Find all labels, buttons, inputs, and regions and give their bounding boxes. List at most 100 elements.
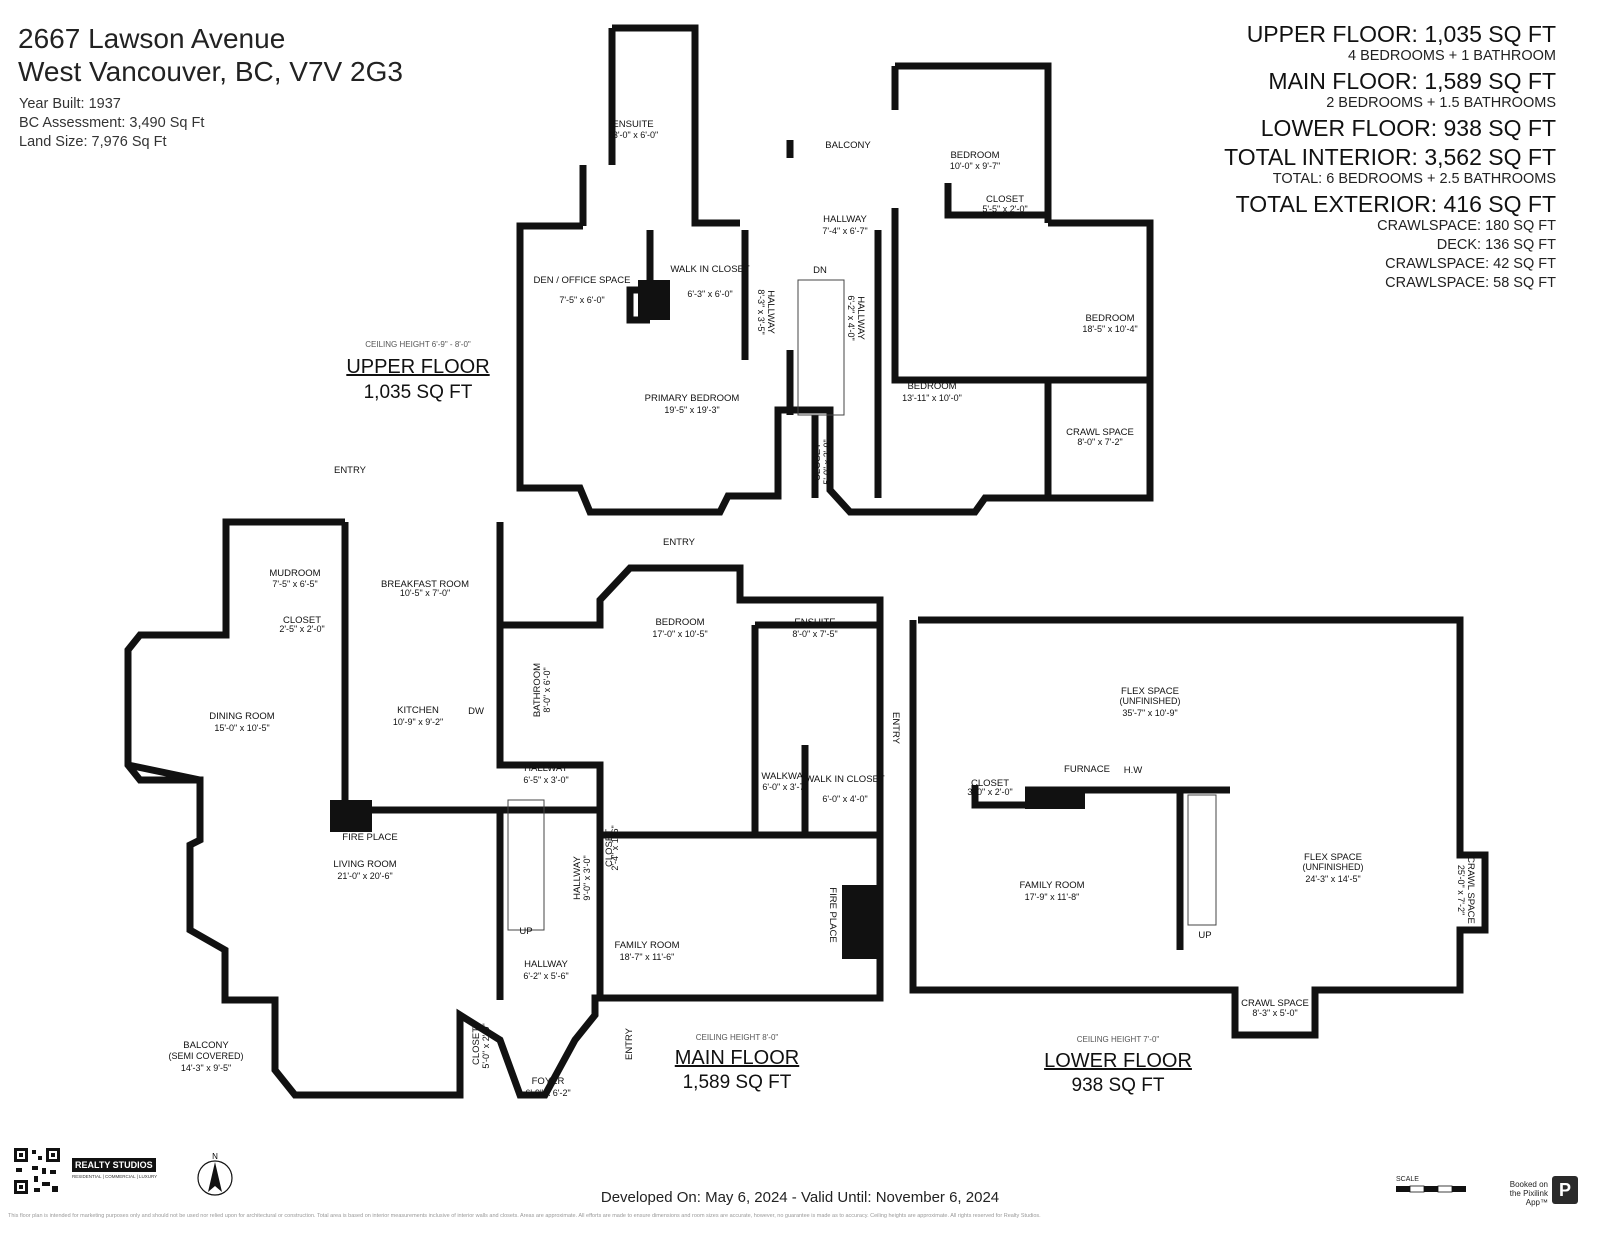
room-dim: 8'-3" x 5'-0" <box>1252 1008 1297 1018</box>
room-label: DINING ROOM <box>209 711 275 722</box>
room-dim: 9'-0" x 3'-0" <box>582 855 592 900</box>
summary-lower: LOWER FLOOR: 938 SQ FT <box>1260 115 1556 141</box>
fireplace-upper <box>638 280 670 320</box>
qr-code <box>12 1146 62 1196</box>
scale-bar-icon <box>1396 1185 1466 1193</box>
year-built: Year Built: 1937 <box>19 96 121 112</box>
main-floor-walls <box>124 518 884 1099</box>
room-dim: 24'-3" x 14'-5" <box>1305 874 1360 884</box>
property-meta: Year Built: 1937 BC Assessment: 3,490 Sq… <box>19 95 204 152</box>
scale-bar: SCALE <box>1396 1176 1482 1206</box>
room-label: CLOSET <box>471 1027 482 1065</box>
room-dim: 14'-3" x 9'-5" <box>181 1063 231 1073</box>
room-label: HALLWAY <box>823 214 867 225</box>
room-label: FOYER <box>532 1076 565 1087</box>
entry-label: ENTRY <box>334 465 367 476</box>
lower-room-labels: ENTRY FLEX SPACE (UNFINISHED) 35'-7" x 1… <box>890 686 1476 1018</box>
room-dim: 17'-0" x 10'-5" <box>652 629 707 639</box>
room-label: WALKWAY <box>761 771 809 782</box>
main-room-labels: ENTRY MUDROOM 7'-5" x 6'-5" BREAKFAST RO… <box>168 465 884 1098</box>
room-label: BATHROOM <box>532 663 543 717</box>
room-dim: 18'-7" x 11'-6" <box>620 952 675 962</box>
dw-label: DW <box>468 706 484 717</box>
disclaimer: This floor plan is intended for marketin… <box>8 1213 1041 1219</box>
room-label: HALLWAY <box>765 290 776 334</box>
room-dim: 8'-0" x 6'-0" <box>542 667 552 712</box>
summary-ext-item: CRAWLSPACE: 58 SQ FT <box>1385 275 1556 291</box>
validity-footer: Developed On: May 6, 2024 - Valid Until:… <box>600 1189 1000 1206</box>
room-dim: 6'-2" x 5'-6" <box>523 971 568 981</box>
room-dim: 3'-0" x 2'-0" <box>967 787 1012 797</box>
room-dim: 35'-7" x 10'-9" <box>1122 708 1177 718</box>
room-dim: 2'-4" x 1'-6" <box>610 825 620 870</box>
room-dim: 10'-5" x 7'-0" <box>400 588 450 598</box>
stairs <box>507 279 1217 931</box>
room-label: BREAKFAST ROOM <box>381 579 469 590</box>
room-label: HALLWAY <box>855 296 866 340</box>
room-label: CLOSET <box>812 443 823 481</box>
room-label: HALLWAY <box>572 856 583 900</box>
room-label: DEN / OFFICE SPACE <box>534 275 631 286</box>
room-dim: 10'-9" x 9'-2" <box>393 717 443 727</box>
room-dim: 2'-5" x 2'-0" <box>279 624 324 634</box>
water-heater-label: H.W <box>1124 765 1143 776</box>
room-dim: 7'-5" x 6'-0" <box>559 295 604 305</box>
room-label: FAMILY ROOM <box>1019 880 1084 891</box>
area-summary: UPPER FLOOR: 1,035 SQ FT 4 BEDROOMS + 1 … <box>1224 22 1556 293</box>
realty-studios-logo: REALTY STUDIOS RESIDENTIAL | COMMERCIAL … <box>72 1140 180 1194</box>
room-label: PRIMARY BEDROOM <box>645 393 740 404</box>
room-label: LIVING ROOM <box>333 859 396 870</box>
room-label: CLOSET <box>283 615 321 626</box>
scale-label: SCALE <box>1396 1176 1419 1183</box>
entry-label: ENTRY <box>663 537 696 548</box>
room-label: CRAWL SPACE <box>1066 427 1134 438</box>
upper-floor-walls <box>516 24 1154 516</box>
room-dim: 8'-0" x 7'-2" <box>1077 437 1122 447</box>
lower-floor-sqft: 938 SQ FT <box>1072 1075 1165 1096</box>
room-label: BEDROOM <box>950 150 999 161</box>
room-label: ENSUITE <box>612 119 653 130</box>
room-dim: 10'-0" x 9'-7" <box>950 161 1000 171</box>
pixilink-line-1: Booked on <box>1509 1180 1548 1189</box>
room-dim: 13'-0" x 6'-0" <box>608 130 658 140</box>
room-dim: 19'-5" x 19'-3" <box>664 405 719 415</box>
upper-ceiling-height: CEILING HEIGHT 6'-9" - 8'-0" <box>365 340 471 349</box>
summary-ext-item: DECK: 136 SQ FT <box>1436 237 1556 253</box>
room-dim: (SEMI COVERED) <box>168 1051 243 1061</box>
summary-ext-item: CRAWLSPACE: 42 SQ FT <box>1385 256 1556 272</box>
land-size: Land Size: 7,976 Sq Ft <box>19 134 167 150</box>
room-label: CLOSET <box>986 194 1024 205</box>
room-dim: 6'-2" x 4'-0" <box>846 295 856 340</box>
room-label: WALK IN CLOSET <box>670 264 750 275</box>
upper-floor-sqft: 1,035 SQ FT <box>364 382 473 403</box>
summary-ext-item: CRAWLSPACE: 180 SQ FT <box>1377 218 1556 234</box>
property-address: 2667 Lawson Avenue West Vancouver, BC, V… <box>18 22 403 88</box>
room-dim: 13'-11" x 10'-0" <box>902 393 962 403</box>
room-dim: 15'-0" x 10'-5" <box>214 723 269 733</box>
room-label: MUDROOM <box>269 568 320 579</box>
pixilink-text: Booked on the Pixilink App™ <box>1488 1180 1548 1207</box>
room-label: HALLWAY <box>524 763 568 774</box>
room-dim: 5'-0" x 2'-0" <box>481 1023 491 1068</box>
address-line-1: 2667 Lawson Avenue <box>18 23 286 54</box>
room-dim: 8'-3" x 3'-5" <box>756 289 766 334</box>
entry-label: ENTRY <box>890 712 901 745</box>
main-floor-title: MAIN FLOOR <box>675 1047 799 1069</box>
room-label: ENSUITE <box>794 617 835 628</box>
fireplace-label: FIRE PLACE <box>342 832 397 843</box>
summary-main: MAIN FLOOR: 1,589 SQ FT <box>1268 68 1556 94</box>
room-label: FLEX SPACE <box>1121 686 1179 697</box>
compass-n: N <box>212 1152 218 1161</box>
bc-assessment: BC Assessment: 3,490 Sq Ft <box>19 115 205 131</box>
logo-sub: RESIDENTIAL | COMMERCIAL | LUXURY <box>72 1174 158 1179</box>
room-label: BEDROOM <box>655 617 704 628</box>
room-label: FLEX SPACE <box>1304 852 1362 863</box>
main-floor-sqft: 1,589 SQ FT <box>683 1072 792 1093</box>
summary-exterior: TOTAL EXTERIOR: 416 SQ FT <box>1235 191 1556 217</box>
room-dim: 18'-5" x 10'-4" <box>1082 324 1137 334</box>
north-compass: N <box>196 1150 234 1200</box>
room-label: CRAWL SPACE <box>1241 998 1309 1009</box>
room-dim: 21'-0" x 20'-6" <box>337 871 392 881</box>
room-dim: 6'-3" x 6'-0" <box>687 289 732 299</box>
